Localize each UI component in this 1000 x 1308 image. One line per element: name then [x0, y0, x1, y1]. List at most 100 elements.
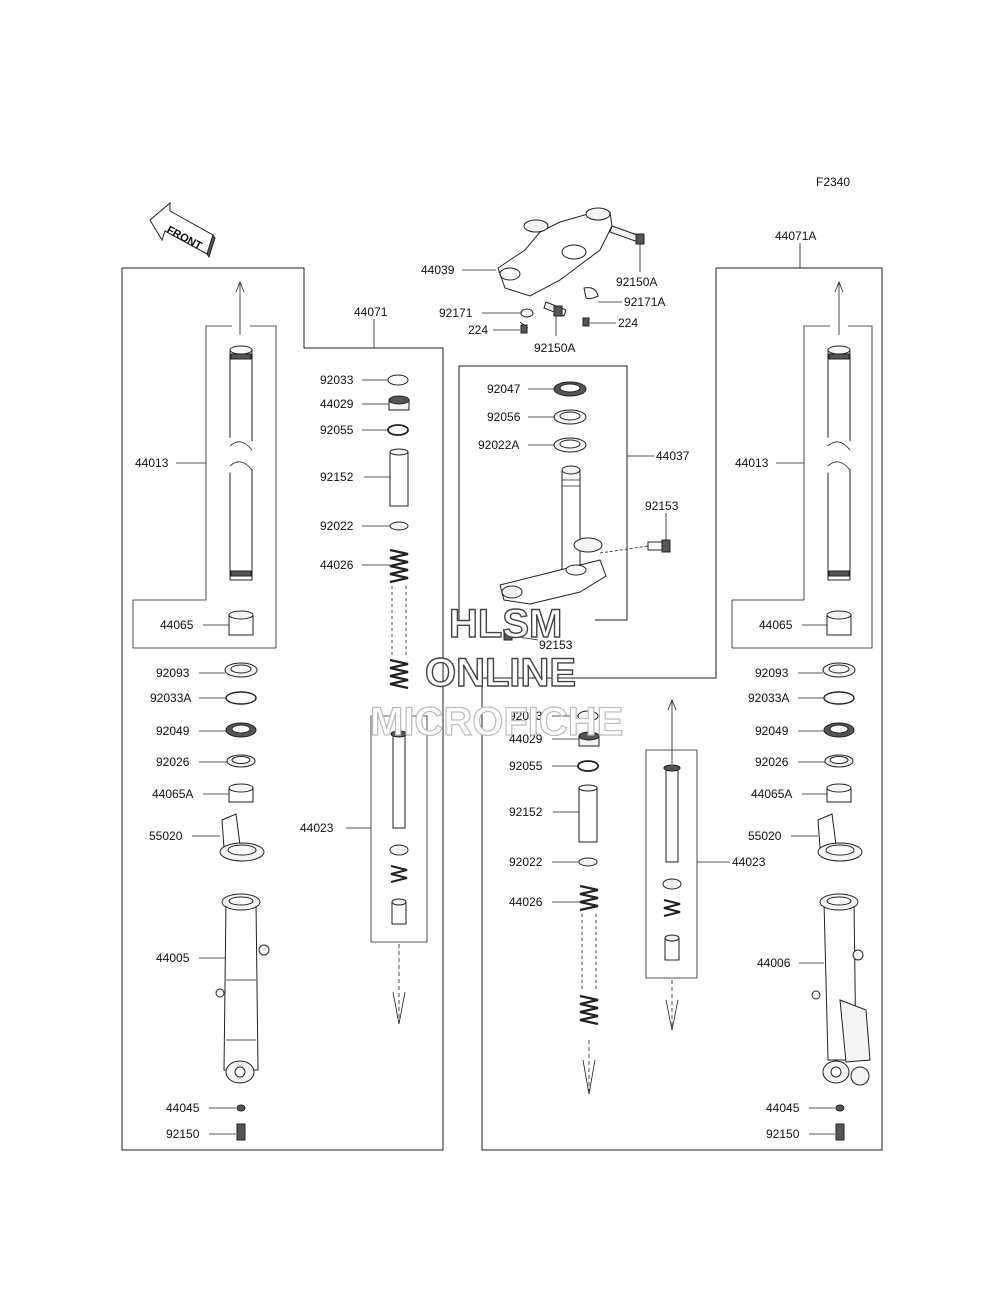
nut-left	[520, 324, 528, 334]
right-gasket	[835, 1104, 845, 1112]
lower-bolt	[543, 301, 567, 317]
label-92022a: 92022A	[478, 438, 519, 452]
stem-bolt-lower	[503, 631, 513, 641]
label-44029-right: 44029	[509, 732, 543, 746]
right-bushing-a	[826, 783, 852, 803]
label-55020-right: 55020	[748, 829, 782, 843]
watermark-line2: ONLINE	[425, 651, 576, 695]
label-92150a-bottom: 92150A	[534, 341, 575, 355]
label-92022-right: 92022	[509, 855, 543, 869]
label-44065-right: 44065	[759, 618, 793, 632]
label-44029-left: 44029	[320, 397, 354, 411]
seal	[224, 662, 258, 678]
label-44065a-left: 44065A	[152, 787, 193, 801]
label-92049-right: 92049	[755, 724, 789, 738]
label-92152-left: 92152	[320, 470, 354, 484]
upper-bracket	[497, 207, 613, 297]
right-inner-tube	[825, 345, 853, 581]
right-seal	[822, 662, 856, 678]
label-44045-left: 44045	[166, 1101, 200, 1115]
bushing-a	[228, 783, 254, 803]
right-assembly-number: 44071A	[775, 229, 816, 243]
label-92150-left: 92150	[166, 1127, 200, 1141]
label-44026-right: 44026	[509, 895, 543, 909]
cap	[388, 395, 410, 411]
label-92033-left: 92033	[320, 373, 354, 387]
right-outer-tube	[811, 893, 871, 1086]
label-92171: 92171	[439, 306, 473, 320]
stem-washer	[553, 409, 587, 425]
label-92150a-top: 92150A	[616, 275, 657, 289]
label-92055-right: 92055	[509, 759, 543, 773]
left-fork-assembly: 44071 44013 44065 92093	[121, 267, 444, 1151]
right-oil-seal	[823, 722, 855, 738]
label-92093-left: 92093	[156, 666, 190, 680]
stem-washer-a	[553, 437, 587, 453]
label-44013-left: 44013	[135, 456, 169, 470]
gasket	[236, 1104, 246, 1112]
label-44039: 44039	[421, 263, 455, 277]
label-44023-right: 44023	[732, 855, 766, 869]
front-arrow-icon: FRONT	[149, 201, 216, 259]
right-cap	[578, 731, 600, 747]
label-92152-right: 92152	[509, 805, 543, 819]
label-92022-left: 92022	[320, 519, 354, 533]
label-92049-left: 92049	[156, 724, 190, 738]
label-44026-left: 44026	[320, 558, 354, 572]
label-92055-left: 92055	[320, 423, 354, 437]
ring	[225, 691, 257, 705]
label-44037: 44037	[656, 449, 690, 463]
watermark: HLSM ONLINE MICROFICHE	[369, 601, 624, 744]
label-44065-left: 44065	[160, 618, 194, 632]
right-washer	[824, 754, 854, 768]
washer	[226, 754, 256, 768]
bolt	[236, 1123, 246, 1141]
right-bushing	[826, 610, 852, 636]
label-44013-right: 44013	[735, 456, 769, 470]
label-92026-right: 92026	[755, 755, 789, 769]
figure-code: F2340	[816, 175, 850, 189]
oil-seal	[225, 722, 257, 738]
label-44005: 44005	[156, 951, 190, 965]
label-92153-top: 92153	[645, 499, 679, 513]
watermark-line3: MICROFICHE	[370, 700, 623, 744]
outer-tube	[215, 893, 270, 1084]
collar	[389, 448, 409, 507]
right-fork-assembly: 44071A 44013 44065 92093 92033A	[481, 229, 883, 1151]
bushing	[228, 610, 254, 636]
stem-nut	[553, 381, 587, 397]
protector	[219, 813, 265, 862]
label-92093-right: 92093	[755, 666, 789, 680]
label-44065a-right: 44065A	[751, 787, 792, 801]
label-44045-right: 44045	[766, 1101, 800, 1115]
upper-bolt	[609, 225, 645, 245]
label-44023-left: 44023	[300, 821, 334, 835]
right-collar	[578, 784, 598, 843]
label-224-right: 224	[618, 316, 638, 330]
steering-stem	[499, 465, 607, 605]
label-92153-bottom: 92153	[539, 638, 573, 652]
label-92033a-left: 92033A	[150, 691, 191, 705]
label-92033a-right: 92033A	[748, 691, 789, 705]
right-spring	[579, 884, 599, 1026]
cylinder	[389, 730, 409, 925]
label-44006: 44006	[757, 956, 791, 970]
label-224-left: 224	[468, 323, 488, 337]
stem-bolt	[647, 539, 671, 553]
label-92171a: 92171A	[624, 295, 665, 309]
nut-right	[582, 317, 590, 327]
upper-bracket-group: 44039 92150A 92171 224 92150A 92171A 224	[421, 207, 665, 355]
clamp-right	[583, 287, 599, 300]
spring	[389, 548, 409, 690]
label-92026-left: 92026	[156, 755, 190, 769]
label-92047: 92047	[487, 382, 521, 396]
label-92056: 92056	[487, 410, 521, 424]
right-bolt	[835, 1123, 845, 1141]
right-protector	[817, 813, 863, 862]
label-55020-left: 55020	[149, 829, 183, 843]
left-assembly-number: 44071	[354, 305, 388, 319]
label-92033-right: 92033	[509, 709, 543, 723]
watermark-line1: HLSM	[449, 602, 562, 646]
right-cylinder	[662, 764, 682, 961]
